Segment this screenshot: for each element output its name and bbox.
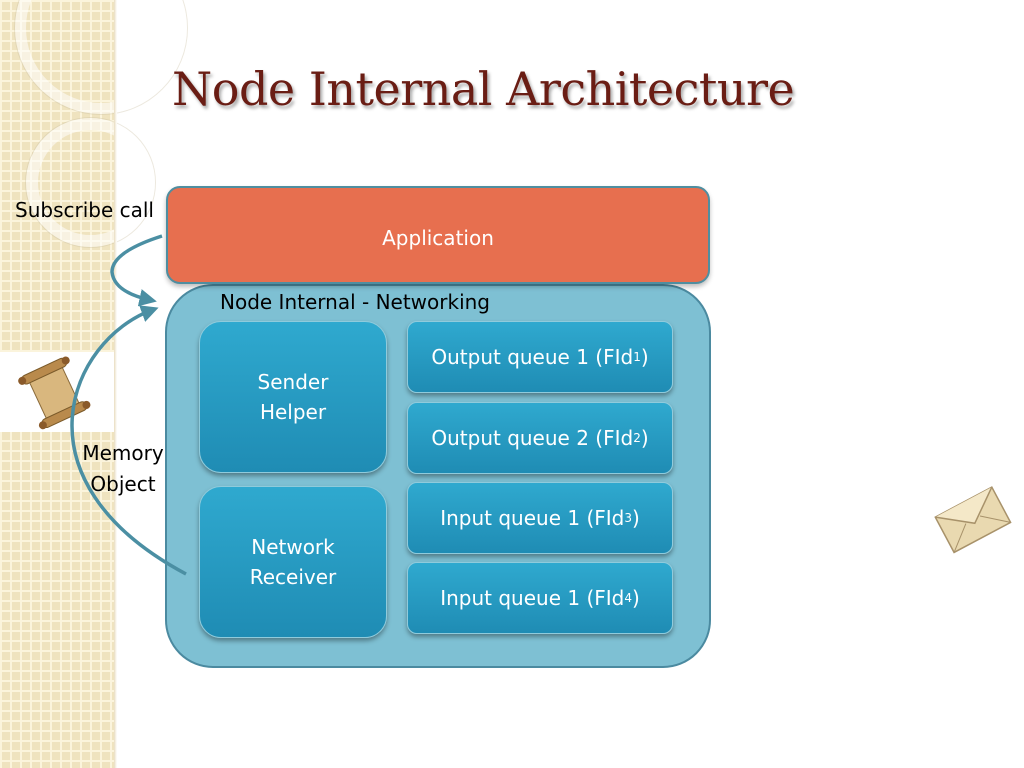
queue-close: ): [631, 506, 640, 530]
network-receiver-box: Network Receiver: [199, 486, 387, 638]
memory-object-line1: Memory: [82, 441, 164, 465]
queue-close: ): [631, 586, 640, 610]
memory-object-arrow: [70, 305, 187, 576]
subscribe-call-arrow: [110, 234, 163, 307]
sender-helper-line2: Helper: [259, 400, 327, 424]
queue-subscript: 1: [633, 350, 641, 364]
queue-label: Input queue 1 (FId: [440, 506, 625, 530]
subscribe-call-label: Subscribe call: [15, 198, 154, 222]
application-label: Application: [382, 226, 494, 250]
queue-close: ): [640, 345, 649, 369]
queue-subscript: 3: [624, 511, 632, 525]
network-receiver-line2: Receiver: [249, 565, 337, 589]
queue-label: Input queue 1 (FId: [440, 586, 625, 610]
memory-object-label: Memory Object: [78, 438, 168, 500]
queue-label: Output queue 2 (FId: [431, 426, 634, 450]
decorative-sidebar: [0, 0, 187, 768]
network-receiver-line1: Network: [251, 535, 335, 559]
envelope-icon: [934, 486, 1012, 554]
queue-subscript: 4: [624, 591, 632, 605]
scroll-tile: [0, 352, 114, 432]
sender-helper-line1: Sender: [257, 370, 329, 394]
queue-subscript: 2: [633, 431, 641, 445]
memory-object-line2: Object: [90, 472, 156, 496]
queue-close: ): [640, 426, 649, 450]
node-internal-label: Node Internal - Networking: [220, 290, 490, 314]
scroll-icon: [18, 356, 91, 430]
application-box: Application: [166, 186, 710, 284]
sender-helper-box: Sender Helper: [199, 321, 387, 473]
decorative-ring: [15, 0, 187, 114]
queue-label: Output queue 1 (FId: [431, 345, 634, 369]
slide-title: Node Internal Architecture: [172, 62, 795, 116]
